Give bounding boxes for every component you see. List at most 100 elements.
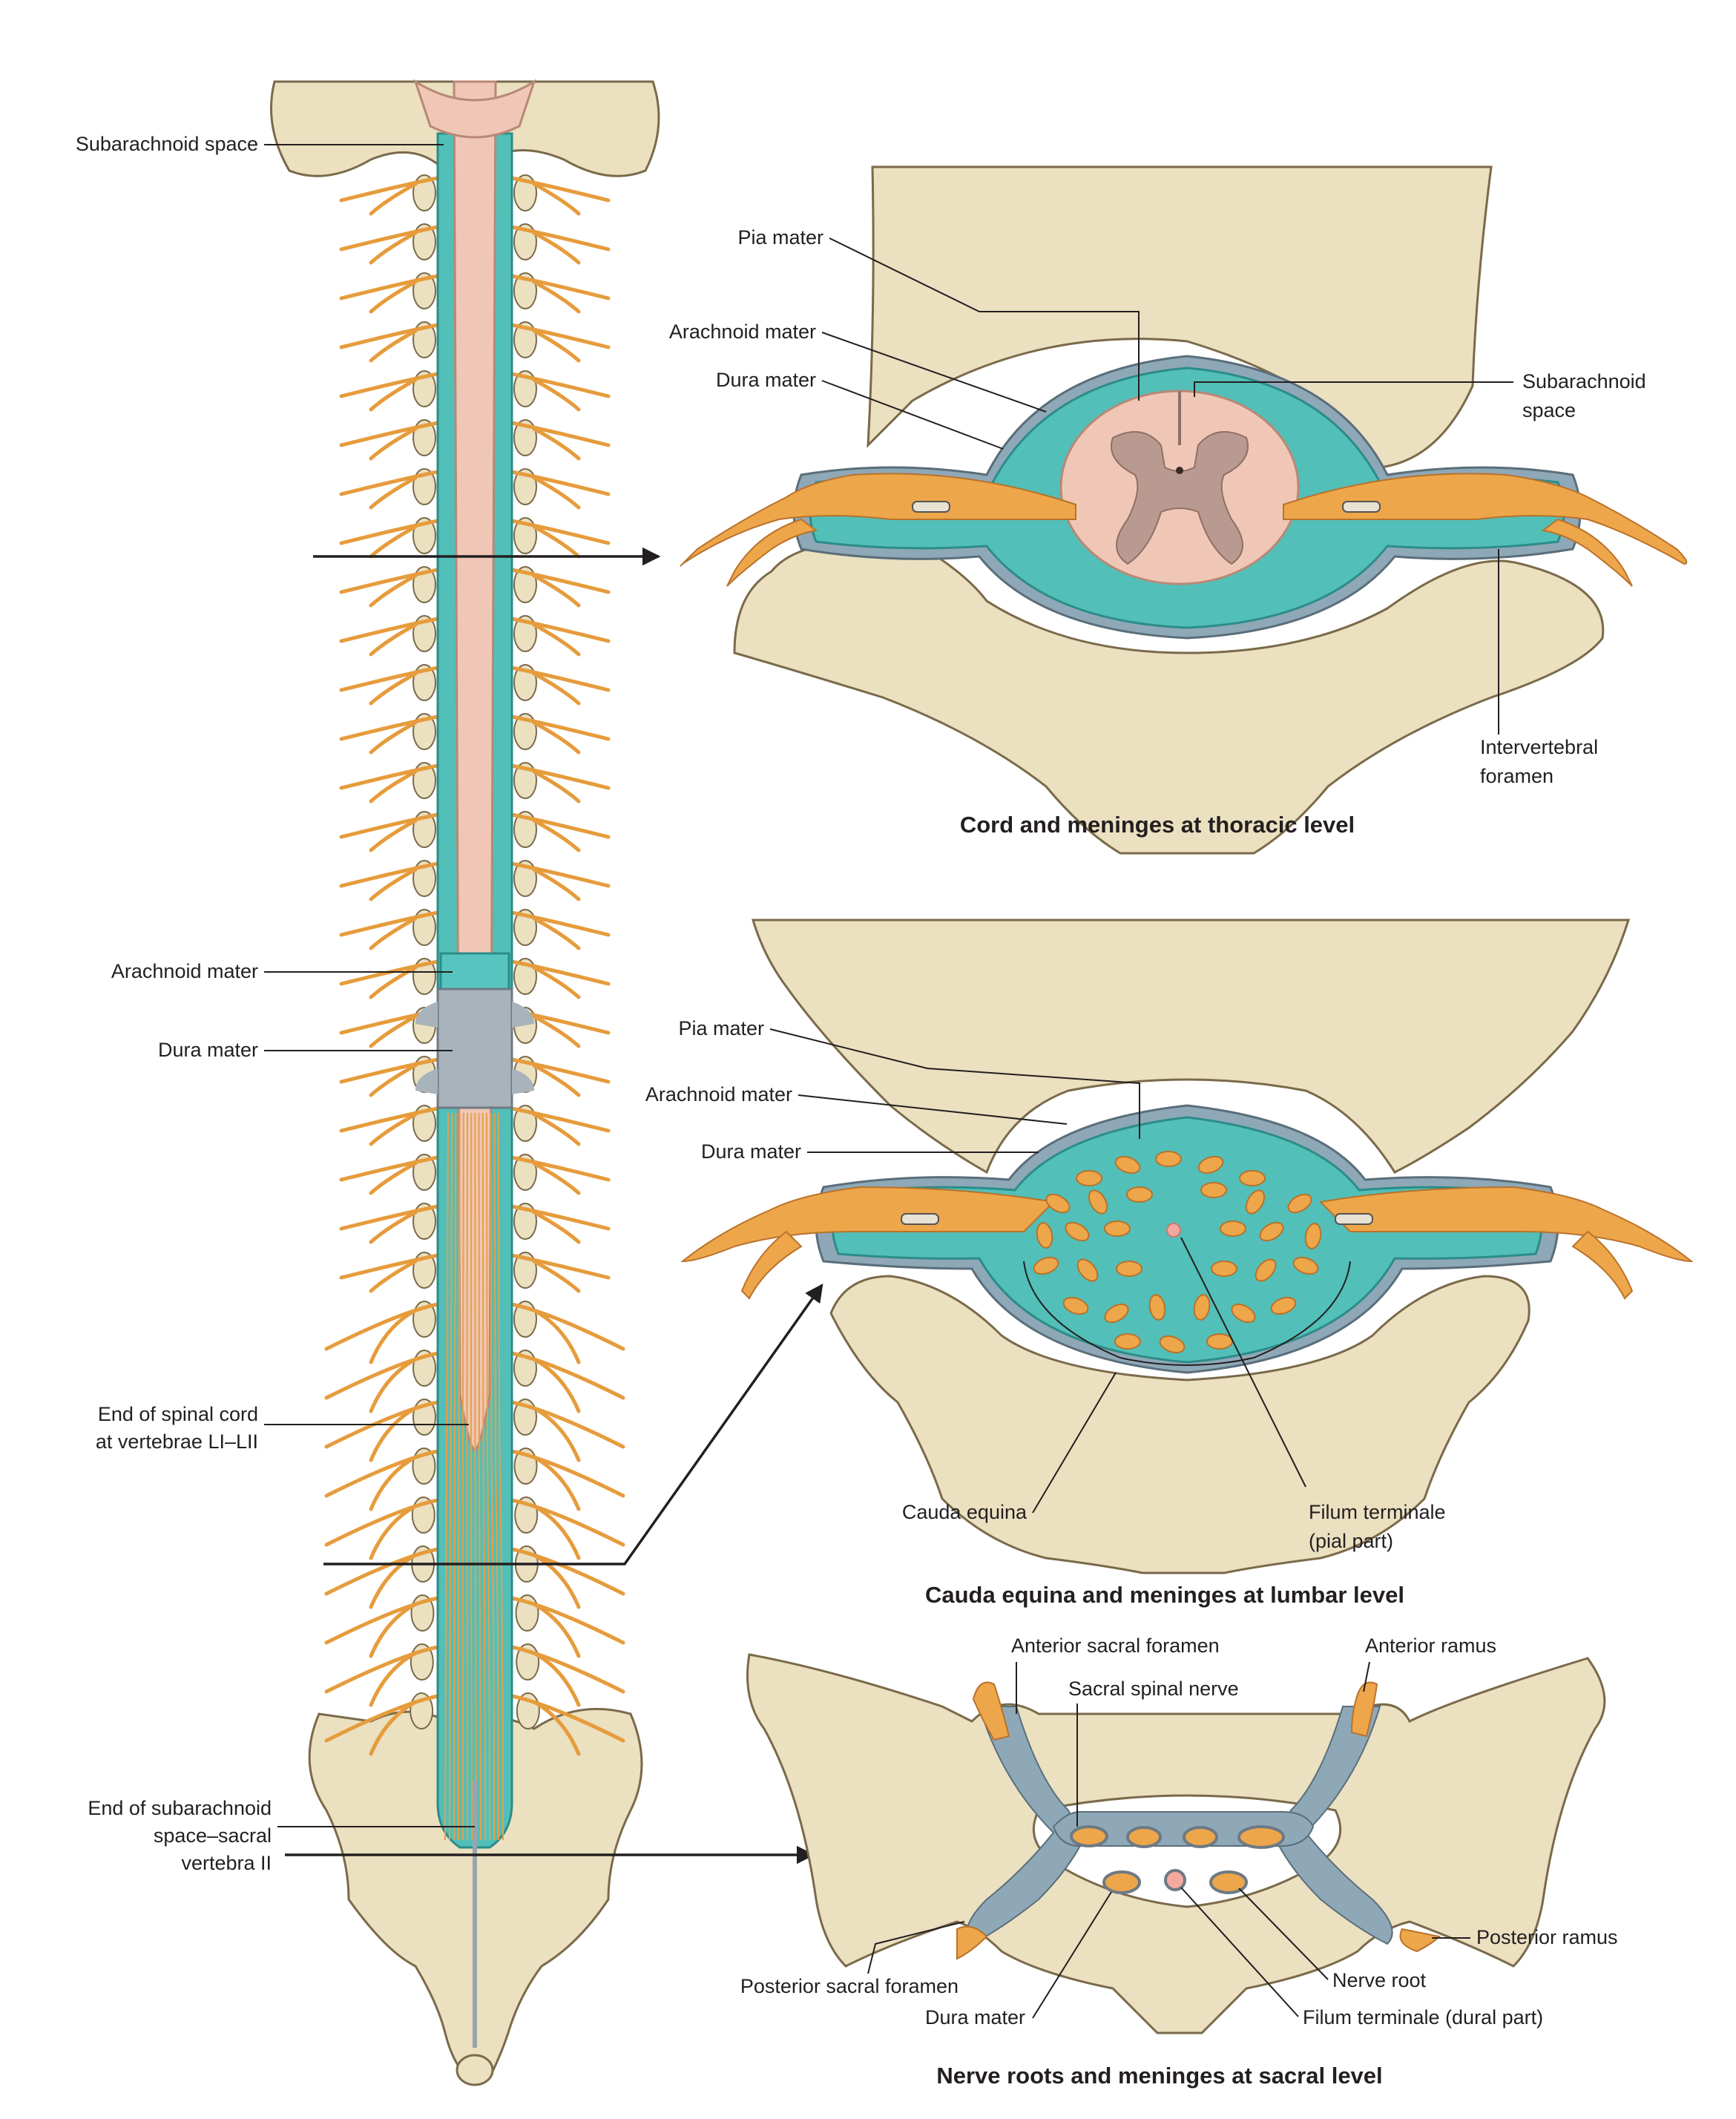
spinal-nerve-right-branch-28 bbox=[532, 1504, 581, 1560]
sacral-nerve-roots bbox=[1070, 1825, 1285, 1894]
pedicle-right-17 bbox=[513, 958, 537, 995]
spinal-nerve-right-branch-14 bbox=[532, 818, 581, 852]
lumbar-nerve-left-branch bbox=[740, 1230, 803, 1300]
spinal-nerve-left-branch-18 bbox=[369, 1014, 418, 1048]
spinal-nerve-left-19 bbox=[339, 1057, 440, 1084]
pedicle-left-8 bbox=[412, 517, 436, 554]
pedicle-left-4 bbox=[412, 321, 436, 358]
lumbar-root-16 bbox=[1259, 1221, 1284, 1242]
spinal-nerve-left-branch-22 bbox=[369, 1210, 418, 1244]
lumbar-vessel-right bbox=[1335, 1213, 1373, 1225]
spinal-nerve-right-branch-5 bbox=[532, 378, 581, 412]
thoracic-section: Pia mater Arachnoid mater Dura mater Sub… bbox=[669, 165, 1688, 855]
pedicle-left-11 bbox=[412, 664, 436, 701]
lumbar-root-20 bbox=[1116, 1261, 1142, 1277]
label-dura-mater-lumbar: Dura mater bbox=[701, 1140, 801, 1163]
pedicle-left-12 bbox=[412, 713, 436, 750]
pedicle-right-12 bbox=[513, 713, 537, 750]
lumbar-root-14 bbox=[1104, 1221, 1131, 1237]
posterior-ramus-right bbox=[1399, 1928, 1441, 1953]
lumbar-root-5 bbox=[1239, 1170, 1266, 1186]
label-filum-1: Filum terminale bbox=[1309, 1501, 1446, 1523]
spinal-nerve-left-branch-15 bbox=[369, 867, 418, 901]
cauda-equina-strands bbox=[444, 1112, 504, 1841]
lumbar-root-21 bbox=[1211, 1261, 1237, 1277]
spinal-nerve-right-branch-31 bbox=[532, 1651, 581, 1707]
label-subarachnoid-1-thoracic: Subarachnoid bbox=[1522, 370, 1646, 392]
leader-pia-mater-thoracic bbox=[829, 237, 1140, 401]
thoracic-nerve-left bbox=[680, 473, 1076, 567]
label-filum-dural: Filum terminale (dural part) bbox=[1303, 2006, 1543, 2028]
spinal-nerve-left-8 bbox=[339, 519, 440, 545]
spinal-nerve-right-2 bbox=[510, 225, 611, 252]
pedicle-right-14 bbox=[513, 811, 537, 848]
spinal-nerve-right-branch-18 bbox=[532, 1014, 581, 1048]
spinal-nerve-right-28 bbox=[510, 1498, 625, 1547]
spinal-nerve-right-20 bbox=[510, 1106, 611, 1133]
sacral-root-3 bbox=[1183, 1826, 1218, 1848]
leader-subarachnoid-thoracic bbox=[1194, 381, 1513, 397]
spinal-nerve-right-branch-2 bbox=[532, 231, 581, 265]
spinal-nerve-left-11 bbox=[339, 666, 440, 692]
spinal-nerve-left-branch-19 bbox=[369, 1063, 418, 1097]
lumbar-root-25 bbox=[1104, 1303, 1129, 1324]
label-posterior-ramus: Posterior ramus bbox=[1476, 1926, 1618, 1948]
spinal-nerve-left-15 bbox=[339, 861, 440, 888]
spinal-nerve-left-branch-1 bbox=[369, 182, 418, 216]
spinal-nerve-right-13 bbox=[510, 763, 611, 790]
spinal-nerve-left-branch-17 bbox=[369, 965, 418, 999]
spinal-nerve-left-28 bbox=[324, 1498, 440, 1547]
spinal-nerve-right-branch-19 bbox=[532, 1063, 581, 1097]
leader-cauda-equina bbox=[1032, 1372, 1117, 1514]
spinal-nerve-left-16 bbox=[339, 910, 440, 937]
dura-band-root-right2 bbox=[512, 1068, 534, 1094]
spinal-nerve-left-26 bbox=[324, 1400, 440, 1449]
spinal-nerve-right-15 bbox=[510, 861, 611, 888]
spinal-nerve-left-branch-6 bbox=[369, 427, 418, 461]
pedicle-left-22 bbox=[412, 1203, 436, 1240]
spinal-nerve-right-branch-17 bbox=[532, 965, 581, 999]
pedicle-left-2 bbox=[412, 223, 436, 260]
thoracic-vessel-left bbox=[912, 501, 950, 513]
spinal-nerve-right-branch-12 bbox=[532, 720, 581, 755]
lumbar-root-13 bbox=[1065, 1221, 1090, 1242]
label-end-subarachnoid-3: vertebra II bbox=[181, 1852, 272, 1874]
spinal-nerve-right-21 bbox=[510, 1155, 611, 1182]
pedicle-left-7 bbox=[412, 468, 436, 505]
lumbar-root-29 bbox=[1270, 1296, 1297, 1315]
lumbar-nerve-right bbox=[1318, 1186, 1694, 1263]
spinal-nerve-right-17 bbox=[510, 959, 611, 986]
spinal-nerve-right-30 bbox=[510, 1596, 625, 1645]
label-nerve-root: Nerve root bbox=[1332, 1969, 1427, 1991]
lumbar-section: Pia mater Arachnoid mater Dura mater Cau… bbox=[645, 919, 1694, 1608]
spinal-nerve-left-branch-23 bbox=[369, 1259, 418, 1293]
spinal-nerve-right-25 bbox=[510, 1351, 625, 1400]
label-cauda-equina: Cauda equina bbox=[902, 1501, 1028, 1523]
lumbar-vessel-left bbox=[901, 1213, 939, 1225]
lumbar-root-4 bbox=[1197, 1155, 1224, 1175]
lumbar-root-28 bbox=[1231, 1303, 1256, 1324]
dura-band bbox=[436, 988, 513, 1109]
lumbar-root-11 bbox=[1287, 1193, 1312, 1214]
anterior-ramus-left bbox=[972, 1681, 1010, 1741]
pedicle-right-11 bbox=[513, 664, 537, 701]
pedicle-right-16 bbox=[513, 909, 537, 946]
label-end-spinal-cord-1: End of spinal cord bbox=[98, 1403, 258, 1425]
lumbar-nerve-right-branch bbox=[1571, 1230, 1634, 1300]
spinal-nerve-right-22 bbox=[510, 1204, 611, 1231]
spinal-nerve-right-branch-1 bbox=[532, 182, 581, 216]
spinal-nerve-right-19 bbox=[510, 1057, 611, 1084]
leader-dura-mater-thoracic bbox=[821, 380, 1004, 450]
leader-posterior-sacral-foramen bbox=[867, 1921, 965, 1974]
spinal-nerve-left-6 bbox=[339, 421, 440, 447]
spinal-nerve-right-6 bbox=[510, 421, 611, 447]
spinal-nerve-right-31 bbox=[510, 1645, 625, 1694]
label-arachnoid-mater-thoracic: Arachnoid mater bbox=[669, 321, 816, 343]
spinal-nerve-right-branch-23 bbox=[532, 1259, 581, 1293]
spinal-nerve-right-12 bbox=[510, 714, 611, 741]
spinal-nerves bbox=[324, 176, 625, 1756]
spinal-nerve-right-7 bbox=[510, 470, 611, 496]
leader-dura-mater-sacral bbox=[1032, 1891, 1112, 2019]
pedicle-left-16 bbox=[412, 909, 436, 946]
spinal-nerve-right-branch-22 bbox=[532, 1210, 581, 1244]
